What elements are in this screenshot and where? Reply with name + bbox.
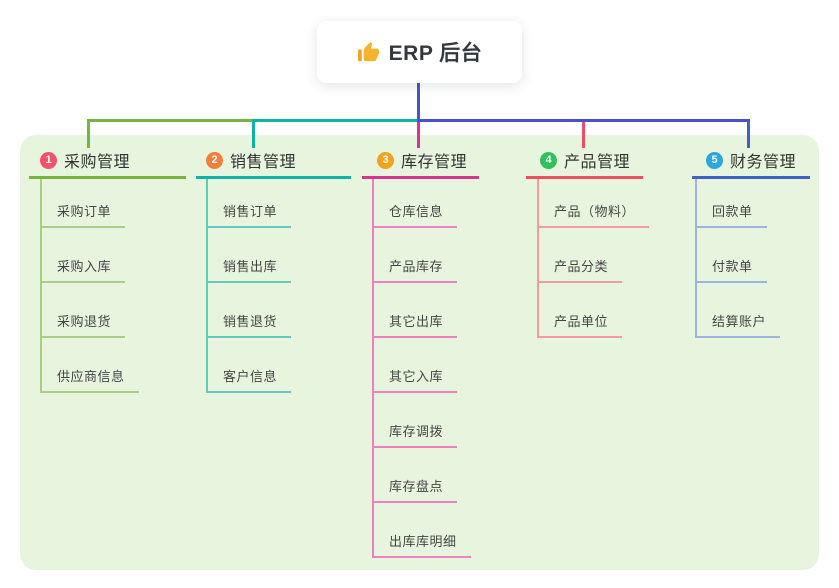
child-node[interactable]: 销售订单 bbox=[206, 204, 292, 228]
branch-label: 销售管理 bbox=[230, 154, 297, 171]
bus-line-segment bbox=[252, 119, 417, 122]
branch-number-badge: 5 bbox=[706, 151, 723, 169]
child-node[interactable]: 采购订单 bbox=[40, 204, 126, 228]
child-node[interactable]: 其它入库 bbox=[372, 369, 458, 393]
branch-drop-line bbox=[582, 122, 585, 148]
branch-drop-line bbox=[252, 122, 255, 148]
branch-node[interactable]: 5 财务管理 bbox=[706, 148, 796, 172]
child-node[interactable]: 产品库存 bbox=[372, 259, 458, 283]
branch-number-badge: 4 bbox=[540, 151, 557, 169]
branch-label: 财务管理 bbox=[730, 154, 797, 171]
child-node[interactable]: 产品（物料） bbox=[537, 204, 650, 228]
child-node[interactable]: 仓库信息 bbox=[372, 204, 458, 228]
child-node[interactable]: 结算账户 bbox=[695, 314, 781, 338]
thumbs-up-icon bbox=[357, 41, 379, 61]
branch-label: 采购管理 bbox=[64, 154, 131, 171]
branch-number-badge: 2 bbox=[206, 151, 223, 169]
branch-drop-line bbox=[417, 122, 420, 148]
branch-child-line bbox=[206, 179, 208, 393]
branch-underline bbox=[196, 176, 351, 179]
branch-child-line bbox=[372, 179, 374, 558]
bus-line-segment bbox=[87, 119, 252, 122]
child-node[interactable]: 销售退货 bbox=[206, 314, 292, 338]
child-node[interactable]: 采购入库 bbox=[40, 259, 126, 283]
branch-node[interactable]: 2 销售管理 bbox=[206, 148, 296, 172]
child-node[interactable]: 库存调拨 bbox=[372, 424, 458, 448]
child-node[interactable]: 客户信息 bbox=[206, 369, 292, 393]
root-node[interactable]: ERP 后台 bbox=[317, 21, 522, 83]
child-node[interactable]: 产品单位 bbox=[537, 314, 623, 338]
branch-underline bbox=[29, 176, 186, 179]
child-node[interactable]: 其它出库 bbox=[372, 314, 458, 338]
branch-underline bbox=[362, 176, 479, 179]
branch-underline bbox=[692, 176, 810, 179]
branch-number-badge: 1 bbox=[40, 151, 57, 169]
branch-child-line bbox=[537, 179, 539, 338]
bus-line-segment bbox=[417, 119, 750, 122]
child-node[interactable]: 库存盘点 bbox=[372, 479, 458, 503]
child-node[interactable]: 销售出库 bbox=[206, 259, 292, 283]
branch-node[interactable]: 3 库存管理 bbox=[377, 148, 467, 172]
branch-number-badge: 3 bbox=[377, 151, 394, 169]
child-node[interactable]: 产品分类 bbox=[537, 259, 623, 283]
branch-child-line bbox=[695, 179, 697, 338]
branch-node[interactable]: 4 产品管理 bbox=[540, 148, 630, 172]
branch-underline bbox=[526, 176, 643, 179]
branches-panel bbox=[20, 135, 819, 570]
trunk-line bbox=[417, 83, 420, 119]
child-node[interactable]: 供应商信息 bbox=[40, 369, 139, 393]
branch-node[interactable]: 1 采购管理 bbox=[40, 148, 130, 172]
child-node[interactable]: 出库库明细 bbox=[372, 534, 471, 558]
branch-label: 产品管理 bbox=[564, 154, 631, 171]
branch-drop-line bbox=[87, 122, 90, 148]
branch-child-line bbox=[40, 179, 42, 393]
child-node[interactable]: 采购退货 bbox=[40, 314, 126, 338]
branch-drop-line bbox=[747, 122, 750, 148]
child-node[interactable]: 回款单 bbox=[695, 204, 767, 228]
branch-label: 库存管理 bbox=[401, 154, 468, 171]
root-label: ERP 后台 bbox=[388, 42, 483, 65]
child-node[interactable]: 付款单 bbox=[695, 259, 767, 283]
